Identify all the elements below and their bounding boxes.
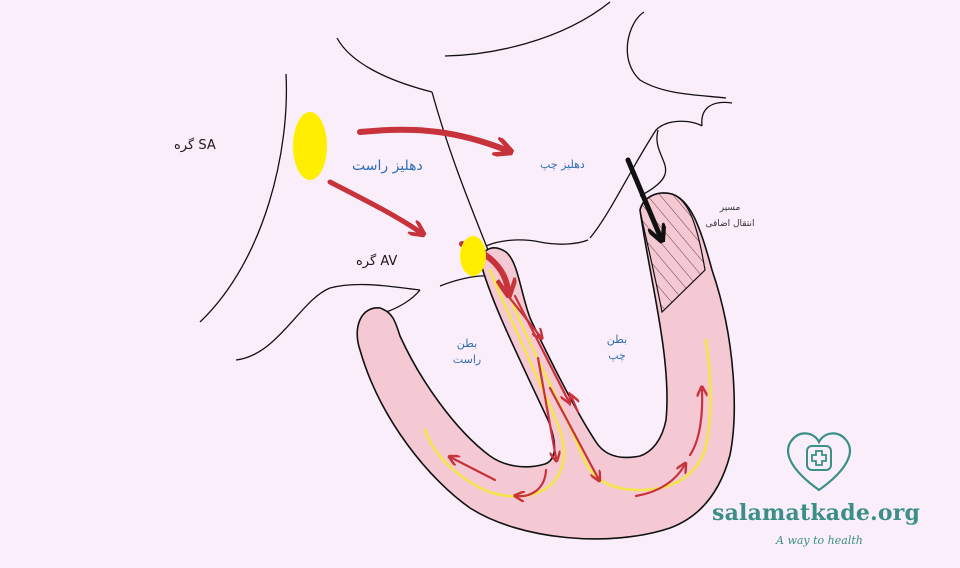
av-node xyxy=(460,236,486,276)
accessory-pathway-label: مسیر انتقال اضافی xyxy=(702,200,758,232)
conduction-fibers xyxy=(423,268,712,498)
logo-heart-icon xyxy=(787,432,851,492)
right-ventricle-label-line-1: بطن xyxy=(456,337,478,350)
right-ventricle-label-line-2: راست xyxy=(452,353,482,366)
left-ventricle-label: بطن چپ xyxy=(600,332,634,364)
accessory-pathway-label-line-2: انتقال اضافی xyxy=(705,219,755,229)
ventricle-activation-arrows xyxy=(452,280,702,496)
logo-tagline: A way to health xyxy=(776,534,863,547)
sa-node xyxy=(293,112,327,180)
accessory-pathway-arrow xyxy=(625,157,660,236)
atrial-arrow-av-node xyxy=(327,179,420,232)
left-atrium-label: دهلیز چپ xyxy=(540,158,585,171)
av-node-label: گره AV xyxy=(356,254,398,269)
right-atrium-label: دهلیز راست xyxy=(352,158,423,174)
sa-node-label: گره SA xyxy=(174,138,216,153)
left-ventricle-label-line-1: بطن xyxy=(606,333,628,346)
left-ventricle-label-line-2: چپ xyxy=(608,349,626,362)
atrium-outlines xyxy=(199,1,733,361)
logo-site-name: salamatkade.org xyxy=(712,500,921,526)
atrial-arrow-left-atrium xyxy=(357,126,506,150)
right-ventricle-label: بطن راست xyxy=(450,336,484,368)
accessory-pathway-label-line-1: مسیر xyxy=(719,203,741,213)
